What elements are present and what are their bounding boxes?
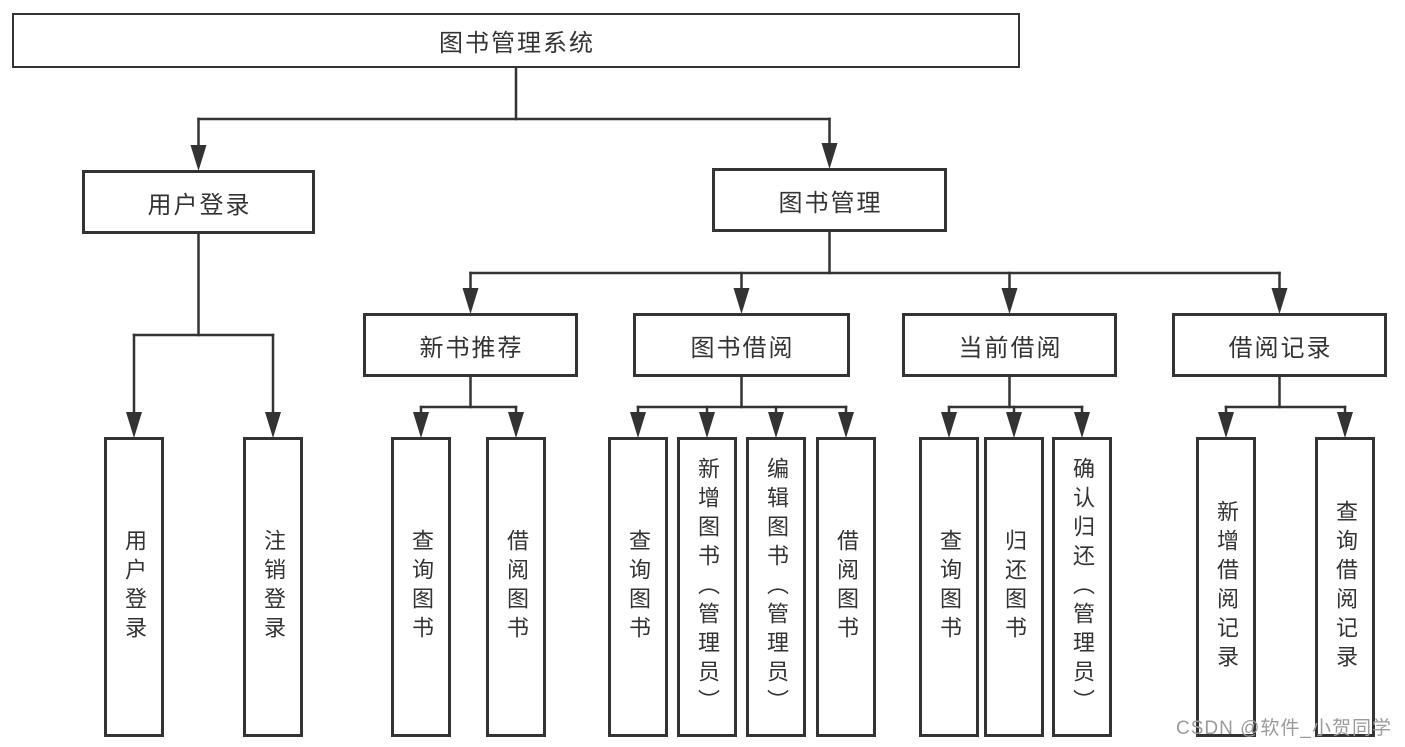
node-label: 归还图书 [1002, 529, 1027, 645]
node-borrowing-records: 借阅记录 [1172, 313, 1387, 377]
node-label: 新增图书（管理员） [695, 456, 720, 718]
node-leaf-user-login: 用户登录 [104, 437, 164, 737]
node-label: 借阅记录 [1228, 334, 1333, 362]
node-label: 编辑图书（管理员） [764, 456, 789, 718]
node-leaf-add-book-admin: 新增图书（管理员） [677, 437, 737, 737]
node-leaf-query-borrow-record: 查询借阅记录 [1315, 437, 1375, 737]
node-label: 用户登录 [147, 191, 252, 219]
node-label: 注销登录 [261, 529, 286, 645]
node-label: 图书管理 [778, 189, 883, 217]
node-label: 新增借阅记录 [1214, 500, 1239, 674]
node-leaf-borrow-books-2: 借阅图书 [816, 437, 876, 737]
node-label: 查询图书 [626, 529, 651, 645]
node-user-login: 用户登录 [82, 170, 315, 234]
watermark: CSDN @软件_小贺同学 [1176, 718, 1392, 739]
node-leaf-return-book: 归还图书 [984, 437, 1044, 737]
node-leaf-add-borrow-record: 新增借阅记录 [1196, 437, 1256, 737]
node-label: 查询图书 [937, 529, 962, 645]
node-label: 确认归还（管理员） [1070, 456, 1095, 718]
node-label: 当前借阅 [958, 334, 1063, 362]
node-book-borrowing: 图书借阅 [633, 313, 850, 377]
node-library-management-system: 图书管理系统 [12, 13, 1020, 68]
node-label: 查询图书 [409, 529, 434, 645]
node-new-book-recommend: 新书推荐 [363, 313, 578, 377]
node-leaf-query-books-3: 查询图书 [919, 437, 979, 737]
node-label: 借阅图书 [834, 529, 859, 645]
node-label: 图书管理系统 [439, 30, 595, 57]
node-label: 用户登录 [122, 529, 147, 645]
node-current-borrowing: 当前借阅 [902, 313, 1117, 377]
node-leaf-logout: 注销登录 [243, 437, 303, 737]
node-book-management: 图书管理 [712, 168, 947, 232]
node-leaf-edit-book-admin: 编辑图书（管理员） [746, 437, 806, 737]
node-label: 借阅图书 [504, 529, 529, 645]
node-label: 查询借阅记录 [1333, 500, 1358, 674]
node-leaf-query-books-2: 查询图书 [608, 437, 668, 737]
node-label: 新书推荐 [419, 334, 524, 362]
node-leaf-query-books-1: 查询图书 [391, 437, 451, 737]
node-leaf-confirm-return-admin: 确认归还（管理员） [1052, 437, 1112, 737]
node-leaf-borrow-books-1: 借阅图书 [486, 437, 546, 737]
node-label: 图书借阅 [690, 334, 795, 362]
